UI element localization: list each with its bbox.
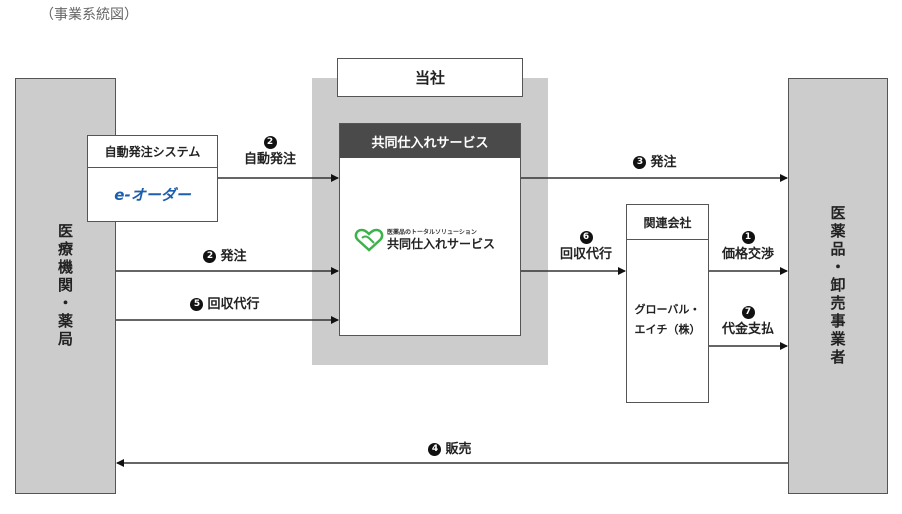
diagram-caption: （事業系統図） bbox=[40, 7, 138, 23]
medical-institutions-label: 医療機関・薬局 bbox=[56, 223, 74, 349]
auto-order-system-box: 自動発注システム e-オーダー bbox=[87, 135, 218, 222]
flow-number-badge: 2 bbox=[203, 250, 217, 263]
flow-number-badge: 1 bbox=[741, 231, 755, 244]
e-order-logo: e-オーダー bbox=[88, 168, 217, 220]
company-title-box: 当社 bbox=[337, 58, 523, 97]
logo-name: 共同仕入れサービス bbox=[387, 237, 496, 251]
service-header-text: 共同仕入れサービス bbox=[371, 135, 489, 151]
auto-order-header: 自動発注システム bbox=[88, 136, 217, 168]
flow-number-badge: 6 bbox=[579, 231, 593, 244]
service-header: 共同仕入れサービス bbox=[340, 124, 520, 158]
flow-label-collection-affiliate: 6 回収代行 bbox=[548, 229, 624, 263]
flow-text: 発注 bbox=[650, 155, 677, 170]
auto-order-header-text: 自動発注システム bbox=[104, 145, 201, 159]
flow-text: 発注 bbox=[220, 249, 247, 264]
flow-label-auto-order: 2 自動発注 bbox=[236, 134, 304, 168]
joint-purchase-service-box: 共同仕入れサービス 医薬品のトータルソリューション 共同仕入れサービス bbox=[339, 123, 521, 336]
flow-number-badge: 2 bbox=[263, 136, 277, 149]
wholesalers-label: 医薬品・卸売事業者 bbox=[828, 205, 847, 367]
affiliate-box: 関連会社 グローバル・ エイチ（株） bbox=[626, 204, 709, 403]
company-title: 当社 bbox=[414, 69, 445, 87]
affiliate-name-line2: エイチ（株） bbox=[634, 323, 701, 336]
flow-number-badge: 3 bbox=[633, 156, 647, 169]
flow-text: 回収代行 bbox=[559, 247, 612, 262]
logo-tagline: 医薬品のトータルソリューション bbox=[387, 229, 477, 236]
affiliate-header-text: 関連会社 bbox=[643, 215, 692, 230]
flow-number-badge: 7 bbox=[741, 306, 755, 319]
flow-text: 自動発注 bbox=[243, 152, 296, 167]
service-logo: 医薬品のトータルソリューション 共同仕入れサービス bbox=[354, 228, 495, 252]
flow-text: 代金支払 bbox=[721, 322, 774, 337]
flow-text: 回収代行 bbox=[207, 297, 260, 312]
e-order-brand: e-オーダー bbox=[114, 185, 191, 204]
wholesalers-box: 医薬品・卸売事業者 bbox=[788, 78, 888, 494]
affiliate-name: グローバル・ エイチ（株） bbox=[627, 300, 708, 340]
flow-number-badge: 5 bbox=[190, 298, 204, 311]
flow-number-badge: 4 bbox=[428, 443, 442, 456]
flow-text: 販売 bbox=[445, 442, 472, 457]
heart-handshake-icon bbox=[354, 228, 384, 252]
affiliate-header: 関連会社 bbox=[627, 205, 708, 240]
flow-label-payment: 7 代金支払 bbox=[710, 304, 786, 338]
affiliate-name-line1: グローバル・ bbox=[634, 303, 701, 316]
flow-text: 価格交渉 bbox=[721, 247, 774, 262]
flow-label-price-negotiation: 1 価格交渉 bbox=[710, 229, 786, 263]
